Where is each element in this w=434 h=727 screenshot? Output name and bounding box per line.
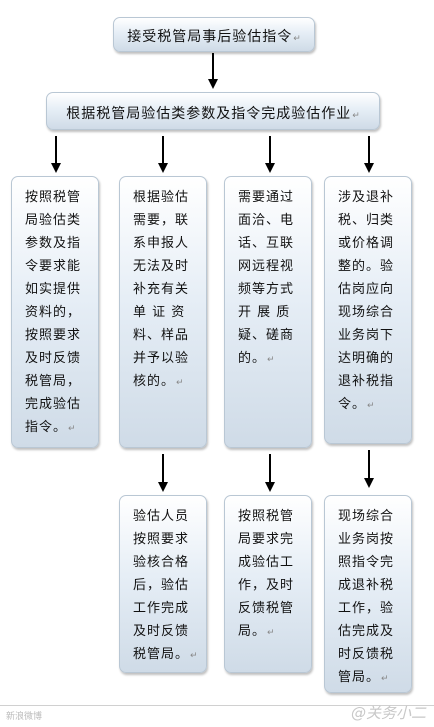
- paragraph-mark: ↵: [190, 651, 198, 661]
- paragraph-mark: ↵: [68, 424, 76, 434]
- col3-assessment-complete: 按照税管 局要求完 成验估工 作，及时 反馈税管 局。↵: [224, 495, 312, 673]
- step-receive-instruction-text: 接受税管局事后验估指令: [127, 29, 293, 45]
- paragraph-mark: ↵: [293, 34, 301, 44]
- col3-remote-consultation-text: 需要通过 面洽、电 话、互联 网远程视 频等方式 开 展 质 疑、磋商 的。: [238, 190, 295, 366]
- col4-refund-complete-text: 现场综合 业务岗按 照指令完 成退补税 工作，验 估完成及 时反馈税 管局。: [338, 509, 395, 685]
- col1-provide-documents-text: 按照税管 局验估类 参数及指 令要求能 如实提供 资料的， 按照要求 及时反馈 …: [25, 190, 82, 435]
- col2-contact-declarant: 根据验估 需要，联 系申报人 无法及时 补充有关 单 证 资 料、样品 并予以验…: [119, 176, 207, 448]
- paragraph-mark: ↵: [267, 628, 275, 638]
- col4-refund-complete: 现场综合 业务岗按 照指令完 成退补税 工作，验 估完成及 时反馈税 管局。↵: [324, 495, 412, 693]
- col2-verification-complete-text: 验估人员 按照要求 验核合格 后，验估 工作完成 及时反馈 税管局。: [133, 509, 190, 662]
- col2-verification-complete: 验估人员 按照要求 验核合格 后，验估 工作完成 及时反馈 税管局。↵: [119, 495, 207, 673]
- paragraph-mark: ↵: [267, 355, 275, 365]
- col1-provide-documents: 按照税管 局验估类 参数及指 令要求能 如实提供 资料的， 按照要求 及时反馈 …: [11, 176, 99, 448]
- step-complete-assessment: 根据税管局验估类参数及指令完成验估作业↵: [46, 92, 380, 130]
- col3-assessment-complete-text: 按照税管 局要求完 成验估工 作，及时 反馈税管 局。: [238, 509, 295, 639]
- step-complete-assessment-text: 根据税管局验估类参数及指令完成验估作业: [66, 106, 352, 122]
- paragraph-mark: ↵: [176, 378, 184, 388]
- paragraph-mark: ↵: [381, 674, 389, 684]
- paragraph-mark: ↵: [367, 401, 375, 411]
- col4-tax-adjustment-text: 涉及退补 税、归类 或价格调 整的。验 估岗应向 现场综合 业务岗下 达明确的 …: [338, 190, 395, 412]
- col2-contact-declarant-text: 根据验估 需要，联 系申报人 无法及时 补充有关 单 证 资 料、样品 并予以验…: [133, 190, 190, 389]
- col3-remote-consultation: 需要通过 面洽、电 话、互联 网远程视 频等方式 开 展 质 疑、磋商 的。↵: [224, 176, 312, 448]
- bottom-divider: [0, 705, 434, 706]
- col4-tax-adjustment: 涉及退补 税、归类 或价格调 整的。验 估岗应向 现场综合 业务岗下 达明确的 …: [324, 176, 412, 444]
- watermark-right: @关务小二: [350, 704, 426, 722]
- paragraph-mark: ↵: [352, 111, 360, 121]
- step-receive-instruction: 接受税管局事后验估指令↵: [113, 17, 315, 52]
- watermark-left: 新浪微博: [6, 712, 43, 722]
